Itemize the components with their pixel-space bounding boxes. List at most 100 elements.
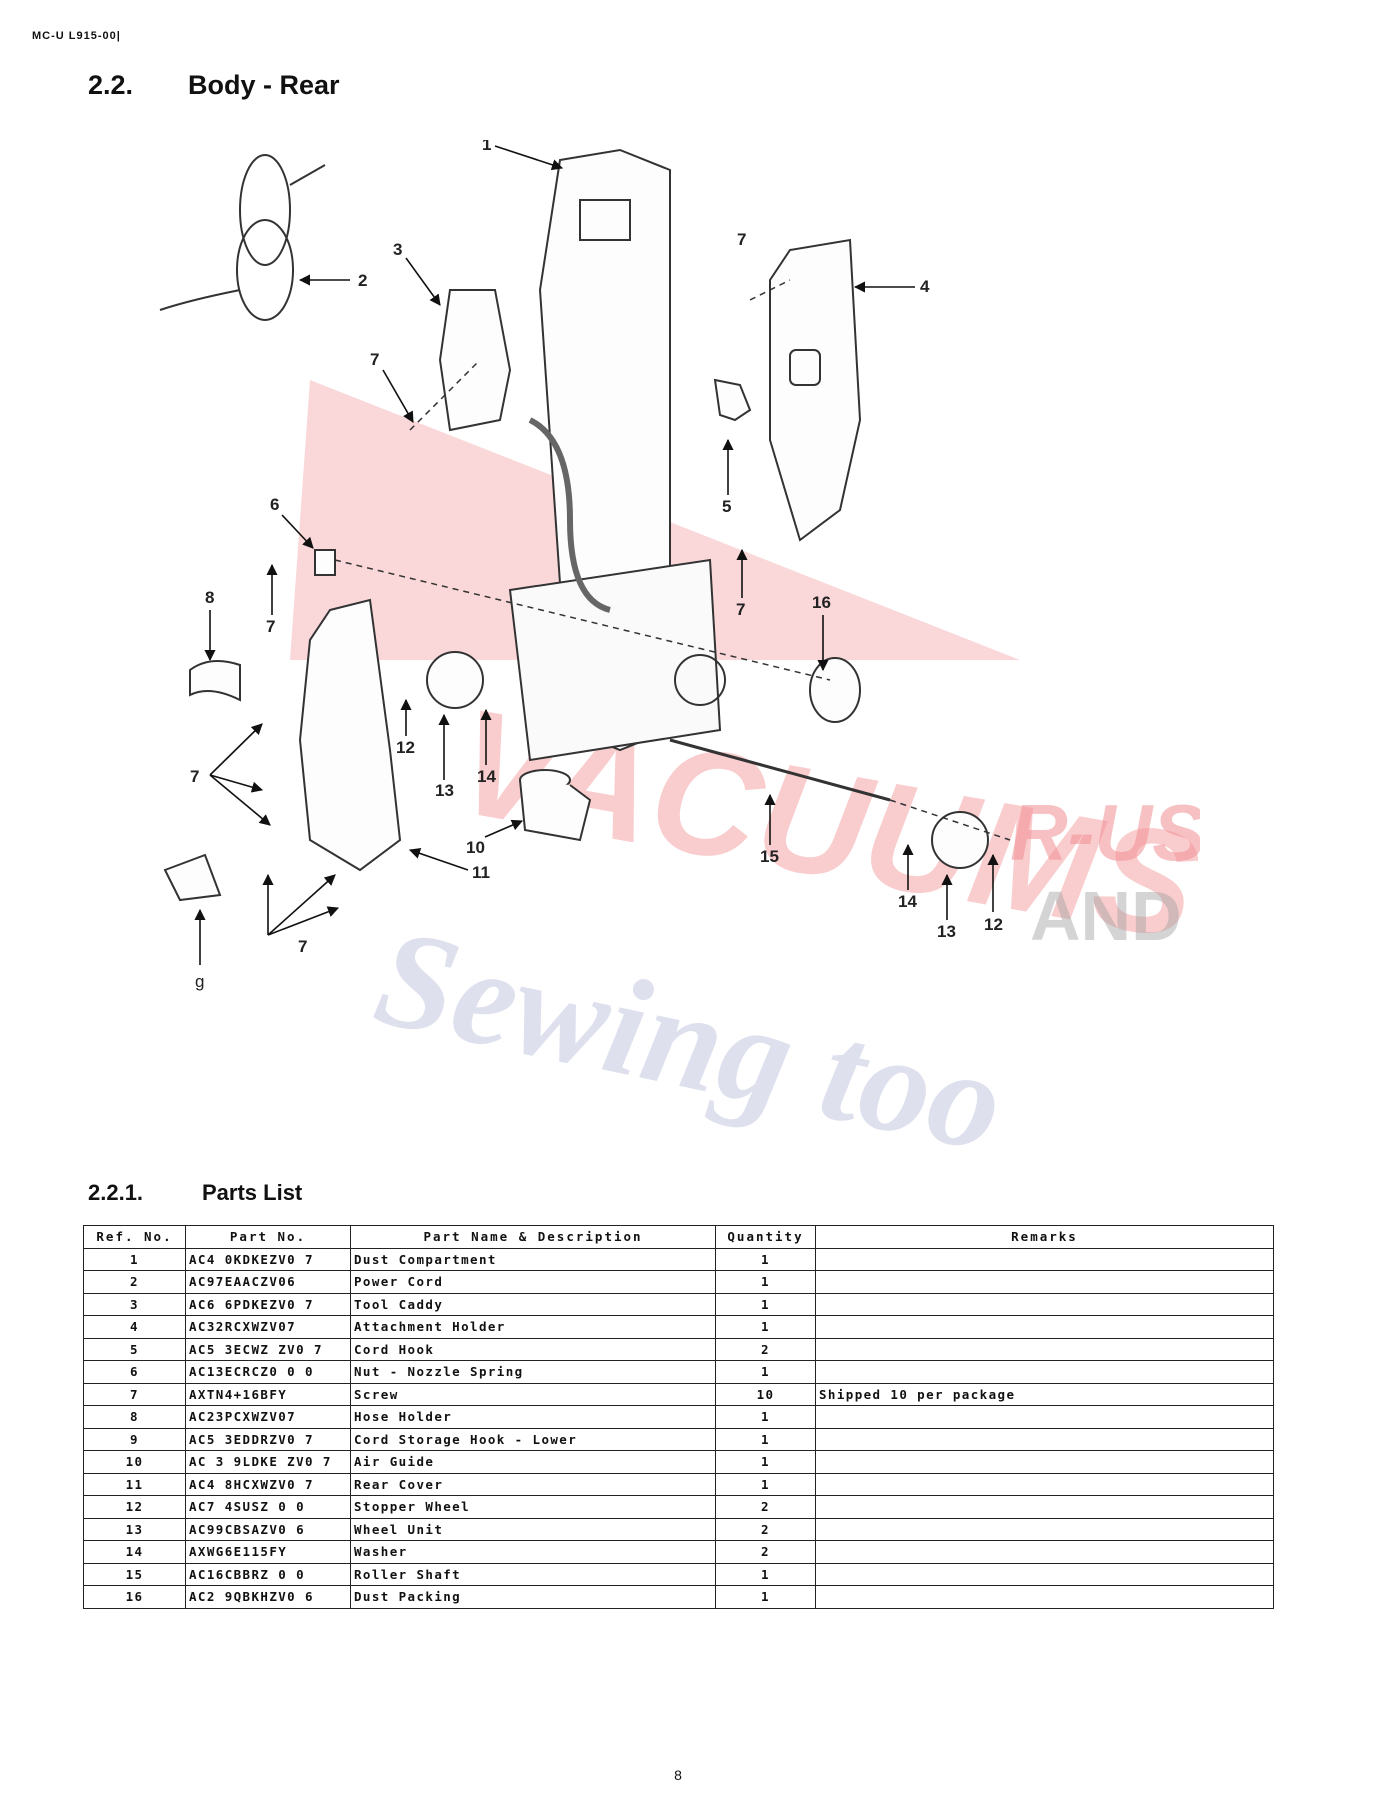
callout-label-15: 15 [760,847,779,866]
cell-quantity: 1 [715,1450,816,1474]
callout-label-7b: 7 [370,350,379,369]
cell-remarks [815,1540,1274,1564]
exploded-parts-diagram: VACUUMS R-US AND Sewing too [150,140,1200,1150]
callout-label-1: 1 [482,140,491,154]
cell-part-name: Attachment Holder [350,1315,716,1339]
cell-part-no: AXWG6E115FY [185,1540,351,1564]
cell-part-no: AC 3 9LDKE ZV0 7 [185,1450,351,1474]
cell-quantity: 1 [715,1360,816,1384]
cell-part-name: Wheel Unit [350,1517,716,1541]
cell-quantity: 2 [715,1517,816,1541]
cell-remarks [815,1427,1274,1451]
part-roller-shaft [669,738,891,802]
cell-remarks [815,1292,1274,1316]
part-tool-caddy [438,289,512,432]
cell-ref: 10 [83,1450,186,1474]
cell-remarks [815,1517,1274,1541]
callout-label-4: 4 [920,277,930,296]
cell-remarks [815,1360,1274,1384]
cell-part-no: AC97EAACZV06 [185,1270,351,1294]
cell-remarks [815,1405,1274,1429]
cell-ref: 3 [83,1292,186,1316]
cell-ref: 14 [83,1540,186,1564]
callout-label-14a: 14 [477,767,496,786]
cell-part-name: Stopper Wheel [350,1495,716,1519]
callout-label-8: 8 [205,588,214,607]
cell-quantity: 1 [715,1427,816,1451]
cell-quantity: 1 [715,1585,816,1609]
leader-lines [194,145,999,965]
watermark-word-sewing: Sewing too [364,899,1016,1150]
callout-label-13a: 13 [435,781,454,800]
cell-part-name: Cord Hook [350,1337,716,1361]
callout-label-3: 3 [393,240,402,259]
cell-quantity: 10 [715,1382,816,1406]
callout-label-12b: 12 [984,915,1003,934]
cell-quantity: 1 [715,1247,816,1271]
part-dust-packing [809,657,861,723]
cell-part-name: Cord Storage Hook - Lower [350,1427,716,1451]
part-power-cord [159,154,326,321]
cell-ref: 15 [83,1562,186,1586]
watermark: VACUUMS R-US AND Sewing too [290,380,1200,1150]
callout-labels: 1 2 3 4 5 6 7 7 7 7 7 7 8 g 10 11 12 12 … [190,140,1003,991]
cell-remarks [815,1585,1274,1609]
cell-remarks: Shipped 10 per package [815,1382,1274,1406]
cell-part-name: Air Guide [350,1450,716,1474]
cell-part-no: AC4 8HCXWZV0 7 [185,1472,351,1496]
cell-part-no: AC6 6PDKEZV0 7 [185,1292,351,1316]
callout-label-6: 6 [270,495,279,514]
header-part-name: Part Name & Description [350,1225,716,1249]
header-part-no: Part No. [185,1225,351,1249]
cell-part-no: AXTN4+16BFY [185,1382,351,1406]
callout-label-14b: 14 [898,892,917,911]
parts-list-table: Ref. No. Part No. Part Name & Descriptio… [83,1225,1274,1609]
part-nut-nozzle-spring [314,549,336,576]
cell-ref: 2 [83,1270,186,1294]
cell-ref: 11 [83,1472,186,1496]
callout-label-7d: 7 [736,600,745,619]
cell-remarks [815,1270,1274,1294]
cell-ref: 13 [83,1517,186,1541]
section-heading: 2.2.Body - Rear [88,70,340,101]
page-number: 8 [674,1767,682,1783]
callout-label-5: 5 [722,497,731,516]
callout-label-7c: 7 [266,617,275,636]
cell-quantity: 1 [715,1405,816,1429]
part-wheel-unit-right [931,811,989,869]
part-rear-cover [298,598,402,872]
cell-part-no: AC99CBSAZV0 6 [185,1517,351,1541]
cell-ref: 12 [83,1495,186,1519]
header-ref-no: Ref. No. [83,1225,186,1249]
cell-quantity: 1 [715,1270,816,1294]
subsection-heading: 2.2.1.Parts List [88,1180,302,1206]
cell-part-name: Screw [350,1382,716,1406]
cell-ref: 6 [83,1360,186,1384]
cell-quantity: 1 [715,1292,816,1316]
document-code: MC-U L915-00| [32,30,121,42]
part-wheel-unit-left [426,651,484,709]
cell-ref: 8 [83,1405,186,1429]
cell-remarks [815,1315,1274,1339]
callout-label-13b: 13 [937,922,956,941]
cell-remarks [815,1472,1274,1496]
callout-label-9: g [195,972,204,991]
cell-part-name: Dust Packing [350,1585,716,1609]
cell-part-no: AC13ECRCZ0 0 0 [185,1360,351,1384]
cell-part-no: AC23PCXWZV07 [185,1405,351,1429]
part-hose-holder [189,660,241,702]
cell-part-no: AC7 4SUSZ 0 0 [185,1495,351,1519]
